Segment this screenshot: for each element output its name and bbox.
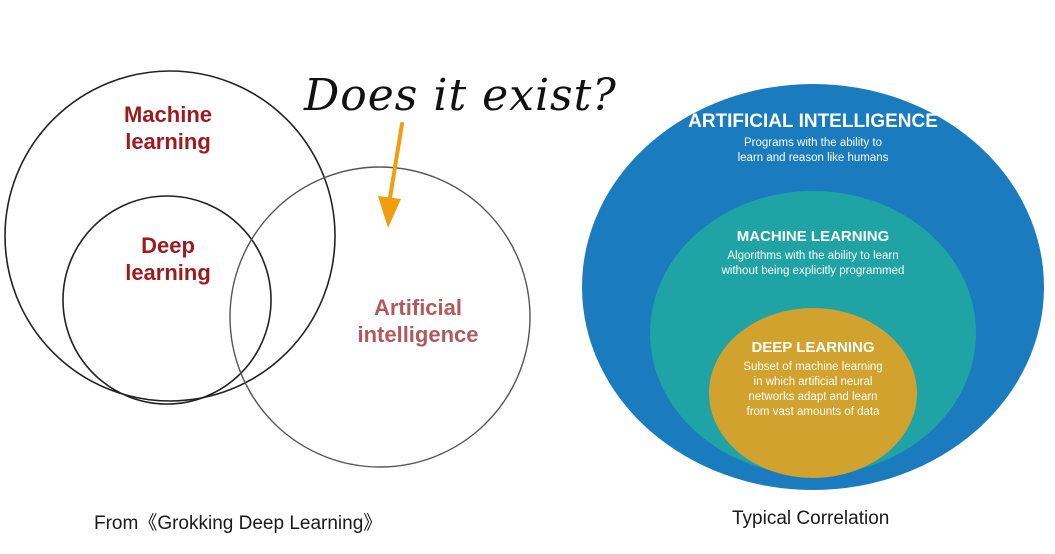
ai-desc-line2: learn and reason like humans: [738, 152, 889, 164]
annotation-arrow: [378, 122, 404, 228]
venn-diagram: Machine learning Deep learning Artificia…: [4, 70, 617, 468]
dl-desc-line2: in which artificial neural: [754, 376, 873, 388]
deep-learning-label-line1: Deep: [141, 233, 195, 258]
machine-learning-label-line2: learning: [125, 129, 211, 154]
left-caption: From《Grokking Deep Learning》: [94, 513, 383, 534]
ai-desc-line1: Programs with the ability to: [744, 137, 882, 149]
machine-learning-circle: [4, 70, 336, 402]
ml-title: MACHINE LEARNING: [737, 228, 890, 245]
artificial-intelligence-label-line1: Artificial: [374, 295, 462, 320]
deep-learning-circle: [62, 195, 272, 405]
dl-desc-line4: from vast amounts of data: [747, 406, 881, 418]
does-it-exist-annotation: Does it exist?: [303, 70, 617, 121]
deep-learning-label-line2: learning: [125, 260, 211, 285]
machine-learning-label-line1: Machine: [124, 102, 212, 127]
dl-desc-line3: networks adapt and learn: [748, 391, 877, 403]
nested-diagram: ARTIFICIAL INTELLIGENCE Programs with th…: [582, 84, 1044, 490]
ml-desc-line1: Algorithms with the ability to learn: [727, 250, 898, 262]
artificial-intelligence-label-line2: intelligence: [357, 322, 478, 347]
ml-desc-line2: without being explicitly programmed: [721, 265, 905, 277]
artificial-intelligence-circle: [229, 166, 531, 468]
ai-title: ARTIFICIAL INTELLIGENCE: [688, 111, 938, 132]
dl-ellipse: [709, 308, 917, 478]
dl-desc-line1: Subset of machine learning: [743, 361, 882, 373]
dl-title: DEEP LEARNING: [751, 339, 874, 356]
right-caption: Typical Correlation: [732, 508, 890, 529]
